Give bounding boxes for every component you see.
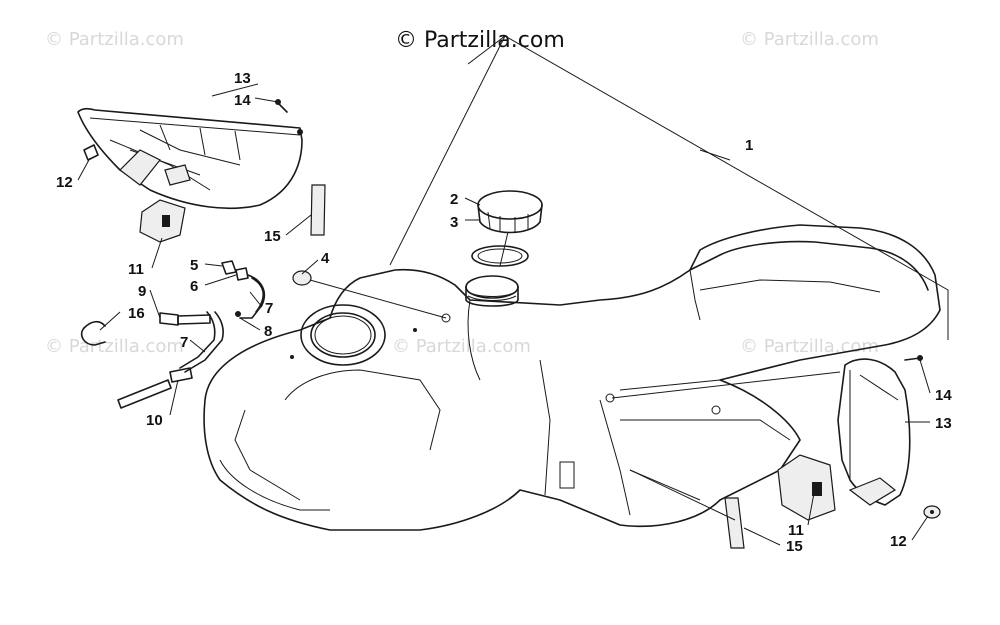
leader-lines bbox=[77, 83, 931, 546]
callout-9: 9 bbox=[138, 283, 146, 300]
callout-15a: 15 bbox=[264, 228, 281, 245]
callout-1: 1 bbox=[745, 137, 753, 154]
screw-right-icon bbox=[904, 355, 923, 361]
callout-14a: 14 bbox=[234, 92, 251, 109]
assembly-bracket bbox=[389, 35, 949, 340]
watermark-mid-right: © Partzilla.com bbox=[740, 336, 879, 357]
watermark-top-left: © Partzilla.com bbox=[45, 29, 184, 50]
callout-11b: 11 bbox=[788, 522, 804, 539]
screw-left-icon bbox=[275, 99, 288, 113]
callout-14b: 14 bbox=[935, 387, 952, 404]
callout-6: 6 bbox=[190, 278, 198, 295]
strip-left-icon bbox=[310, 184, 326, 236]
bracket-plate-right-icon bbox=[777, 454, 836, 521]
callout-15b: 15 bbox=[786, 538, 803, 555]
callout-12b: 12 bbox=[890, 533, 907, 550]
fuel-tank-icon bbox=[203, 224, 941, 531]
watermarks: © Partzilla.com © Partzilla.com © Partzi… bbox=[45, 29, 879, 357]
bracket-plate-left-icon bbox=[139, 199, 186, 243]
callout-3: 3 bbox=[450, 214, 458, 231]
watermark-top-right: © Partzilla.com bbox=[740, 29, 879, 50]
callout-13b: 13 bbox=[935, 415, 952, 432]
fastener-left-icon bbox=[83, 144, 99, 161]
callout-13a: 13 bbox=[234, 70, 251, 87]
callout-11a: 11 bbox=[128, 261, 144, 278]
callout-10: 10 bbox=[146, 412, 163, 429]
brand-text: © Partzilla.com bbox=[395, 28, 565, 53]
callout-2: 2 bbox=[450, 191, 458, 208]
fuel-cap-icon bbox=[477, 190, 543, 234]
callout-4: 4 bbox=[321, 250, 330, 267]
callout-12a: 12 bbox=[56, 174, 73, 191]
callout-5: 5 bbox=[190, 257, 198, 274]
watermark-mid-center: © Partzilla.com bbox=[392, 336, 531, 357]
gasket-ring-icon bbox=[471, 245, 529, 267]
strip-right-icon bbox=[724, 497, 745, 549]
grommet-icon bbox=[292, 270, 312, 286]
callout-16: 16 bbox=[128, 305, 145, 322]
fastener-right-icon bbox=[923, 505, 941, 519]
callout-7a: 7 bbox=[265, 300, 273, 317]
callout-8: 8 bbox=[264, 323, 272, 340]
watermark-mid-left: © Partzilla.com bbox=[45, 336, 184, 357]
side-panel-left-icon bbox=[77, 107, 303, 210]
callouts: 1 2 3 4 5 6 7 7 8 9 10 11 11 12 12 13 13… bbox=[56, 70, 952, 555]
callout-7b: 7 bbox=[180, 334, 188, 351]
side-panel-right-icon bbox=[837, 358, 911, 506]
hose-fittings-icon bbox=[80, 260, 266, 409]
